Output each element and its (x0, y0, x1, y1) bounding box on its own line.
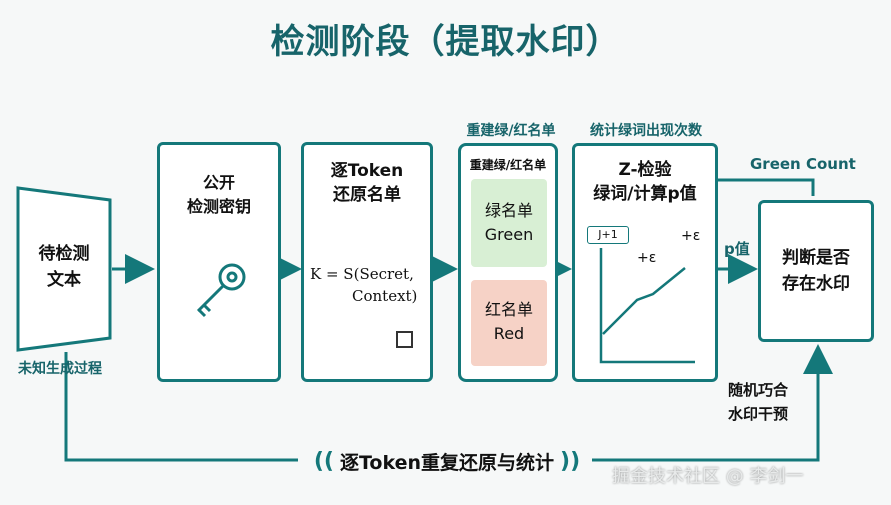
annotation-2: +ε (637, 250, 657, 266)
bottom-banner-label: 逐Token重复还原与统计 (339, 451, 555, 474)
wave-right-icon: )) (560, 448, 581, 474)
token-label-2: 还原名单 (333, 185, 401, 205)
legend-tag: J+1 (587, 226, 629, 244)
stat-label-2: 绿词/计算p值 (593, 184, 697, 204)
input-caption: 未知生成过程 (18, 361, 102, 377)
key-label-1: 公开 (202, 173, 235, 192)
green-count-line (718, 178, 815, 196)
green-list: 绿名单 Green (471, 179, 547, 267)
input-label-1: 待检测 (38, 244, 90, 264)
page-title: 检测阶段（提取水印） (270, 22, 621, 62)
loop-line-right (592, 344, 833, 462)
stat-box: Z-检验 绿词/计算p值 J+1 +ε +ε (572, 143, 718, 382)
key-label-2: 检测密钥 (186, 197, 251, 216)
green-label-2: Green (484, 225, 534, 244)
list-inner-label: 重建绿/红名单 (469, 158, 547, 172)
token-box: 逐Token 还原名单 K = S(Secret, Context) (301, 142, 433, 382)
wave-left-icon: (( (313, 448, 334, 474)
stat-label-1: Z-检验 (618, 160, 672, 180)
chance-label-2: 水印干预 (728, 405, 789, 423)
watermark: 掘金技术社区 @ 李剑一 (612, 466, 804, 487)
key-icon (196, 263, 246, 318)
plot-curve (602, 267, 686, 335)
token-formula-2: Context) (352, 287, 418, 305)
bottom-banner: (( 逐Token重复还原与统计 )) (302, 442, 592, 480)
z-test-plot (599, 248, 695, 364)
annotation-1: +ε (681, 228, 701, 244)
list-outer-label: 重建绿/红名单 (466, 123, 556, 139)
input-document-shape (16, 186, 112, 352)
input-label-2: 文本 (47, 270, 81, 290)
decision-label-2: 存在水印 (782, 274, 850, 294)
key-box: 公开 检测密钥 (157, 142, 281, 382)
red-label-2: Red (493, 324, 525, 343)
green-count-label: Green Count (750, 155, 856, 173)
green-label-1: 绿名单 (484, 201, 533, 220)
plot-axes (599, 248, 695, 364)
red-list: 红名单 Red (471, 280, 547, 366)
p-value-label: p值 (724, 240, 750, 258)
checkbox-icon (396, 331, 413, 348)
token-formula: K = S(Secret, (310, 265, 414, 283)
decision-label-1: 判断是否 (782, 248, 850, 268)
red-label-1: 红名单 (484, 300, 533, 319)
loop-line-left (64, 352, 298, 462)
stat-outer-label: 统计绿词出现次数 (590, 123, 702, 139)
decision-box: 判断是否 存在水印 (758, 200, 874, 342)
input-document: 待检测 文本 (18, 232, 110, 302)
chance-label-1: 随机巧合 (728, 381, 789, 399)
token-label-1: 逐Token (330, 161, 404, 181)
list-box: 重建绿/红名单 绿名单 Green 红名单 Red (458, 143, 558, 382)
